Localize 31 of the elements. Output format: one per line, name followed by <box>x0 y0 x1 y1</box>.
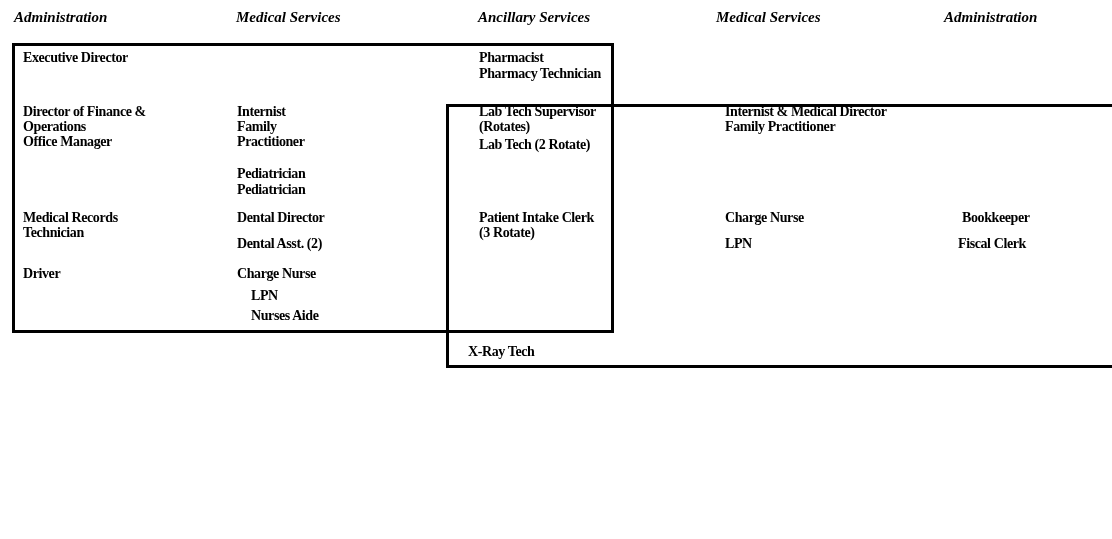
group-frame <box>12 43 614 333</box>
job-title: Internist <box>237 104 287 119</box>
job-title: X-Ray Tech <box>468 344 536 359</box>
job-title: Office Manager <box>23 134 113 149</box>
job-title: LPN <box>725 236 753 251</box>
job-title: Executive Director <box>23 50 129 65</box>
job-title: Charge Nurse <box>237 266 317 281</box>
job-title: Dental Asst. (2) <box>237 236 323 251</box>
job-title: Patient Intake Clerk (3 Rotate) <box>479 210 595 240</box>
job-title: Lab Tech (2 Rotate) <box>479 137 591 152</box>
job-title: Pharmacy Technician <box>479 66 602 81</box>
column-heading: Administration <box>944 10 1039 25</box>
column-heading: Medical Services <box>716 10 822 25</box>
job-title: LPN <box>251 288 279 303</box>
job-title: Pediatrician <box>237 182 307 197</box>
job-title: Medical Records Technician <box>23 210 119 240</box>
job-title: Fiscal Clerk <box>958 236 1027 251</box>
job-title: Dental Director <box>237 210 326 225</box>
job-title: Charge Nurse <box>725 210 805 225</box>
job-title: Driver <box>23 266 62 281</box>
column-heading: Ancillary Services <box>478 10 592 25</box>
job-title: Family Practitioner <box>725 119 837 134</box>
group-frame <box>446 104 1112 368</box>
job-title: Pediatrician <box>237 166 307 181</box>
column-heading: Medical Services <box>236 10 342 25</box>
job-title: Bookkeeper <box>962 210 1031 225</box>
column-heading: Administration <box>14 10 109 25</box>
job-title: Director of Finance & Operations <box>23 104 147 134</box>
job-title: Nurses Aide <box>251 308 320 323</box>
job-title: Family Practitioner <box>237 119 306 149</box>
job-title: Pharmacist <box>479 50 545 65</box>
